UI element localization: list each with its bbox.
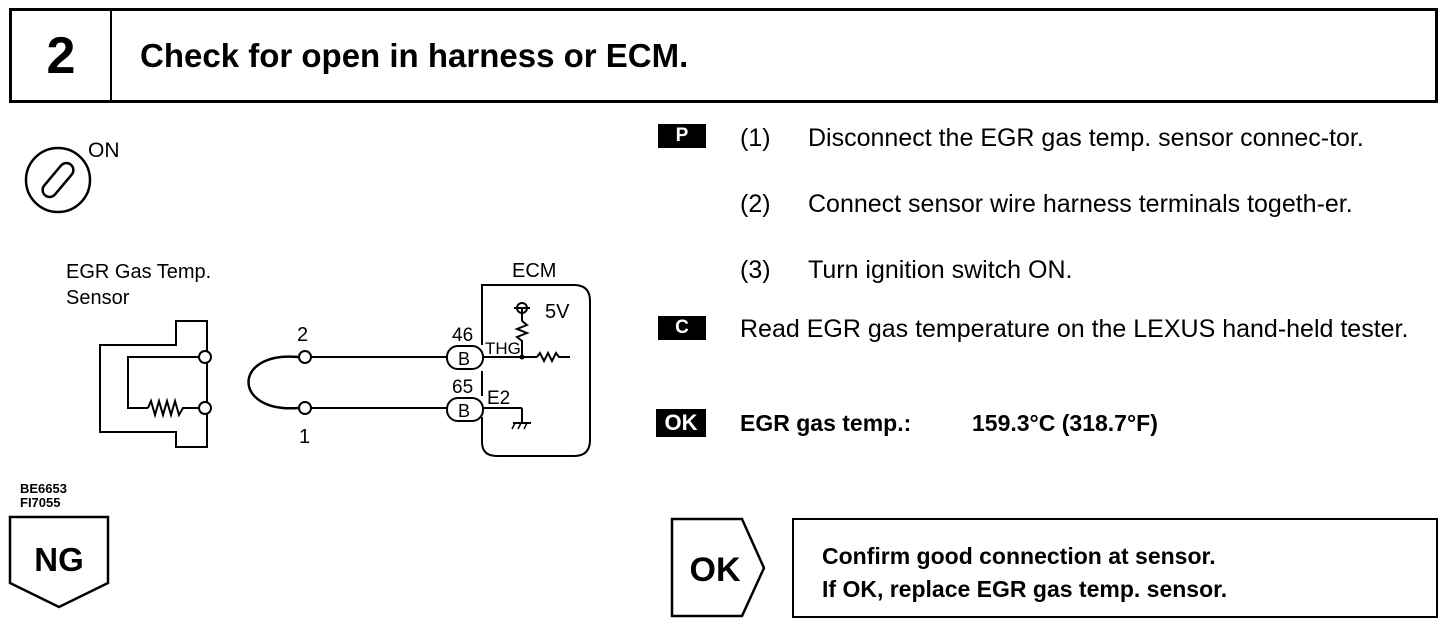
prepare-badge: P — [658, 124, 706, 148]
ignition-on-label: ON — [88, 139, 120, 162]
ok-result-arrow: OK — [670, 517, 766, 618]
pin-46-label: 46 — [452, 325, 473, 346]
signal-thg-label: THG — [485, 339, 521, 358]
ok-spec-badge: OK — [656, 409, 706, 437]
ok-result-box: Confirm good connection at sensor. If OK… — [792, 518, 1438, 618]
terminal-1-label: 1 — [299, 426, 310, 448]
signal-e2-label: E2 — [487, 388, 510, 409]
check-badge: C — [658, 316, 706, 340]
check-instruction: Read EGR gas temperature on the LEXUS ha… — [740, 315, 1409, 343]
prepare-step-number: (1) — [740, 124, 771, 152]
harness-jumper — [247, 350, 447, 415]
reference-code: BE6653 — [20, 481, 67, 496]
ignition-key-icon — [24, 146, 92, 214]
connector-b-bottom-label: B — [458, 401, 470, 421]
step-title: Check for open in harness or ECM. — [140, 36, 689, 74]
prepare-step-1: (1) Disconnect the EGR gas temp. sensor … — [740, 122, 1440, 188]
sensor-label-line1: EGR Gas Temp. — [66, 261, 211, 283]
connector-b-bottom — [446, 397, 484, 422]
voltage-5v-label: 5V — [545, 301, 570, 323]
ng-label: NG — [34, 541, 84, 578]
reference-codes: BE6653 FI7055 — [20, 482, 67, 510]
prepare-step-number: (3) — [740, 256, 771, 284]
ecm-internal-circuit — [483, 302, 570, 430]
ok-spec: EGR gas temp.: 159.3°C (318.7°F) — [740, 410, 1158, 437]
ng-result-arrow: NG — [8, 515, 110, 609]
spec-value: 159.3°C (318.7°F) — [972, 410, 1158, 436]
prepare-step-number: (2) — [740, 190, 771, 218]
connector-b-top-label: B — [458, 349, 470, 369]
prepare-step-2: (2) Connect sensor wire harness terminal… — [740, 188, 1440, 254]
terminal-2-label: 2 — [297, 324, 308, 346]
step-number: 2 — [12, 11, 112, 100]
prepare-step-text: Disconnect the EGR gas temp. sensor conn… — [808, 124, 1364, 152]
egr-sensor-symbol — [99, 320, 212, 448]
sensor-label-line2: Sensor — [66, 287, 130, 309]
prepare-step-text: Connect sensor wire harness terminals to… — [808, 190, 1353, 218]
reference-code: FI7055 — [20, 495, 61, 510]
ok-result-line1: Confirm good connection at sensor. — [822, 543, 1216, 569]
ecm-label: ECM — [512, 260, 556, 282]
ok-result-line2: If OK, replace EGR gas temp. sensor. — [822, 576, 1228, 602]
prepare-step-3: (3) Turn ignition switch ON. — [740, 254, 1440, 287]
ok-label: OK — [690, 551, 741, 589]
step-header: 2 Check for open in harness or ECM. — [9, 8, 1438, 103]
spec-label: EGR gas temp.: — [740, 410, 912, 436]
prepare-step-text: Turn ignition switch ON. — [808, 256, 1073, 284]
wiring-diagram: ON EGR Gas Temp. Sensor 2 1 ECM B 46 B 6… — [24, 139, 591, 457]
pin-65-label: 65 — [452, 377, 473, 398]
